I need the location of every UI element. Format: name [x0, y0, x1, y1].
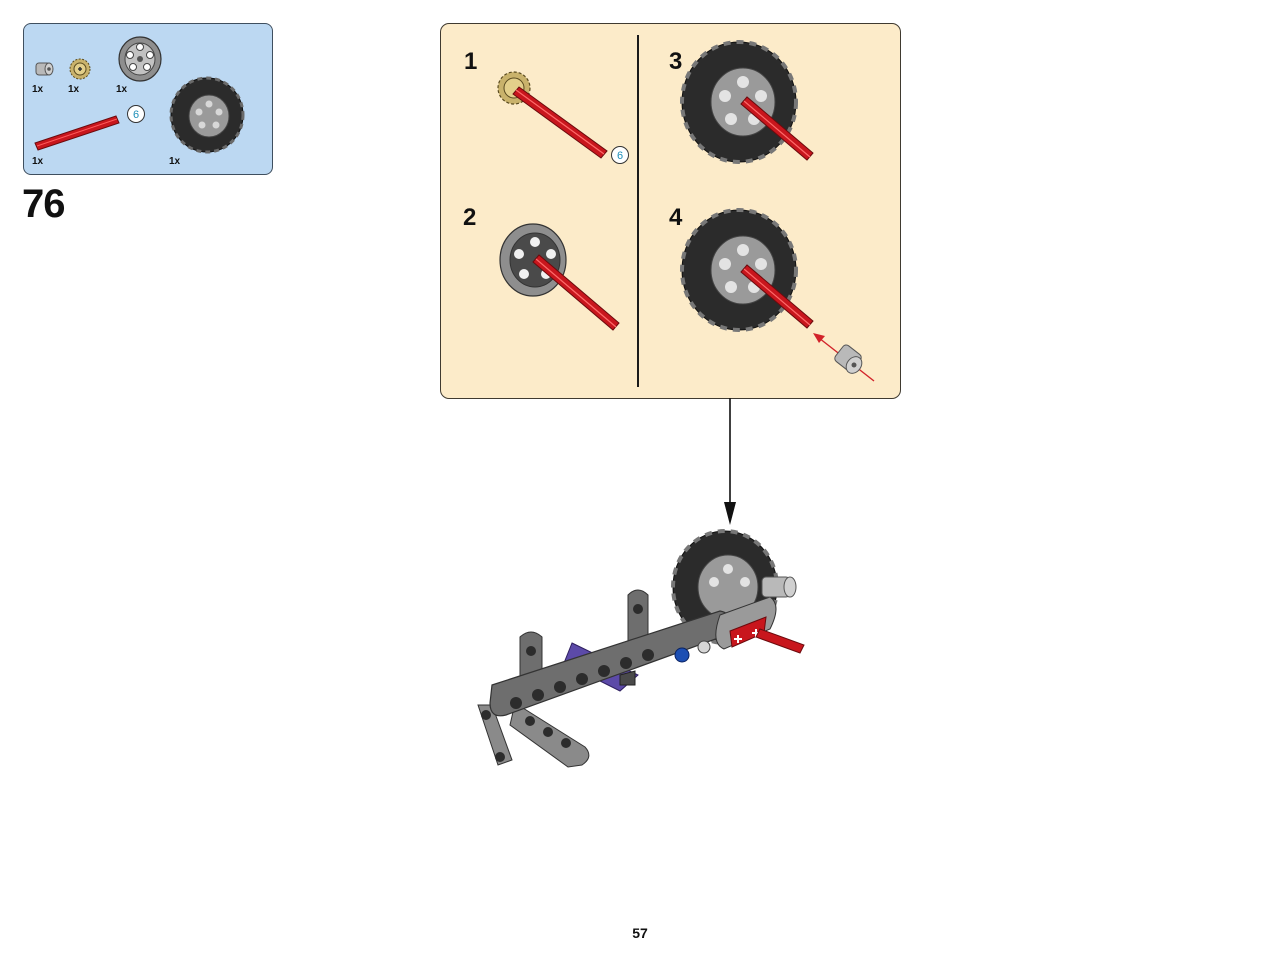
sub-step-4-number: 4 [669, 204, 683, 231]
sub-step-2-number: 2 [463, 204, 477, 231]
part-qty-tire: 1x [169, 156, 181, 167]
axle-part-icon [34, 115, 120, 151]
sub-step-1-illustration [497, 71, 608, 159]
axle-length-badge: 6 [127, 105, 145, 123]
main-assembly-illustration [477, 529, 805, 768]
gear-part-icon [69, 58, 91, 80]
part-qty-axle: 1x [32, 156, 44, 167]
sub-step-1-number: 1 [464, 48, 478, 75]
parts-list-panel: 1x 1x 1x 6 1x 1x [23, 23, 273, 175]
tire-part-icon [169, 76, 245, 154]
sub-step-2-illustration [499, 223, 620, 331]
sub-step-3-number: 3 [669, 48, 683, 75]
hub-part-icon [118, 36, 162, 82]
sub-step-1-axle-length-badge: 6 [611, 146, 629, 164]
part-qty-hub: 1x [116, 84, 128, 95]
placement-arrow [724, 398, 736, 525]
sub-step-divider [637, 35, 639, 387]
sub-step-3-illustration [680, 40, 814, 164]
sub-step-4-illustration [680, 208, 875, 382]
page-number: 57 [632, 925, 648, 941]
part-qty-gear: 1x [68, 84, 80, 95]
bush-part-icon [35, 62, 54, 76]
step-number: 76 [22, 182, 65, 226]
sub-assembly-panel: 1 6 2 3 4 [440, 23, 901, 399]
part-qty-bush: 1x [32, 84, 44, 95]
